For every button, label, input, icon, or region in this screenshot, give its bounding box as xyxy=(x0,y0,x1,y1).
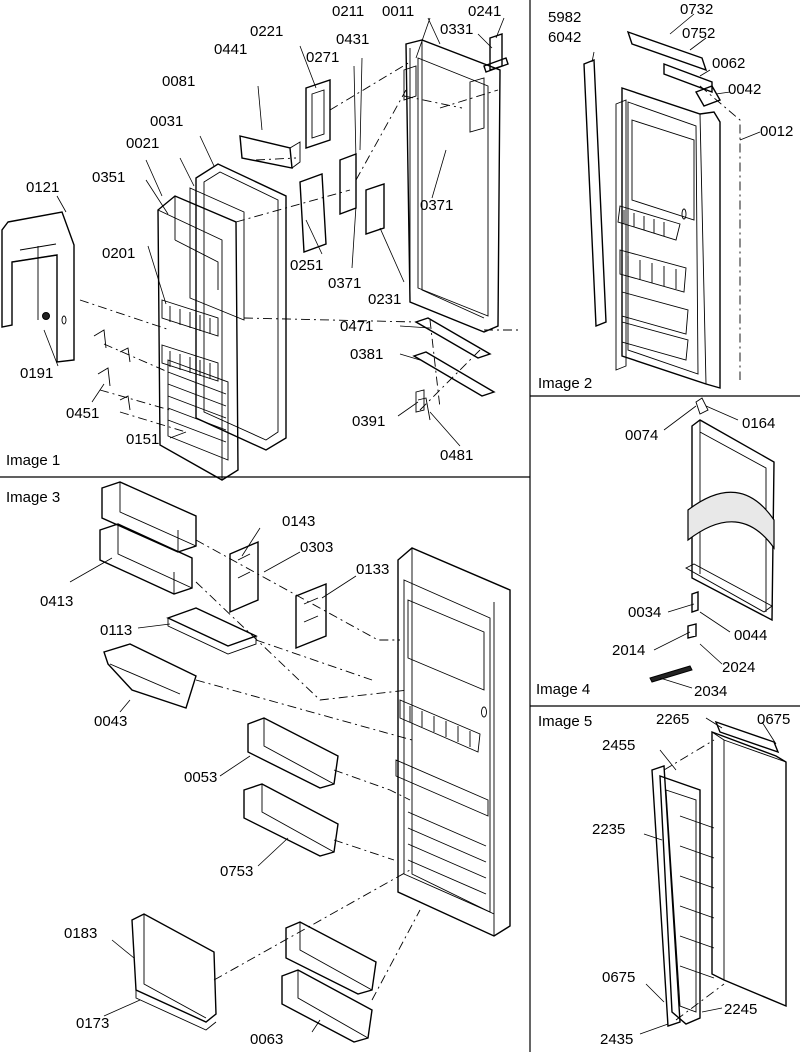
label-2235: 2235 xyxy=(592,821,625,838)
label-0471: 0471 xyxy=(340,318,373,335)
label-0221: 0221 xyxy=(250,23,283,40)
label-2034: 2034 xyxy=(694,683,727,700)
label-0044: 0044 xyxy=(734,627,767,644)
label-0011: 0011 xyxy=(382,3,414,20)
label-0143: 0143 xyxy=(282,513,315,530)
image-3-drawing xyxy=(69,481,511,1043)
label-2014: 2014 xyxy=(612,642,645,659)
label-0121: 0121 xyxy=(26,179,59,196)
label-0042: 0042 xyxy=(728,81,761,98)
image-1-drawing xyxy=(1,17,520,481)
label-0021: 0021 xyxy=(126,135,159,152)
label-0675-bottom: 0675 xyxy=(602,969,635,986)
panel-title-image-4: Image 4 xyxy=(536,681,590,698)
image-5-drawing xyxy=(639,717,787,1035)
label-0391: 0391 xyxy=(352,413,385,430)
label-0331: 0331 xyxy=(440,21,473,38)
label-0173: 0173 xyxy=(76,1015,109,1032)
label-0303: 0303 xyxy=(300,539,333,556)
label-0164: 0164 xyxy=(742,415,775,432)
label-0151: 0151 xyxy=(126,431,159,448)
label-0431: 0431 xyxy=(336,31,369,48)
label-0753: 0753 xyxy=(220,863,253,880)
label-0113: 0113 xyxy=(100,622,132,639)
panel-title-image-5: Image 5 xyxy=(538,713,592,730)
label-0241: 0241 xyxy=(468,3,501,20)
label-0381: 0381 xyxy=(350,346,383,363)
image-2-drawing xyxy=(583,13,761,389)
label-6042: 6042 xyxy=(548,29,581,46)
label-0732: 0732 xyxy=(680,1,713,18)
label-2024: 2024 xyxy=(722,659,755,676)
label-0183: 0183 xyxy=(64,925,97,942)
label-0133: 0133 xyxy=(356,561,389,578)
label-0251: 0251 xyxy=(290,257,323,274)
label-0034: 0034 xyxy=(628,604,661,621)
panel-title-image-2: Image 2 xyxy=(538,375,592,392)
label-0271: 0271 xyxy=(306,49,339,66)
label-0231: 0231 xyxy=(368,291,401,308)
label-0371-a: 0371 xyxy=(420,197,453,214)
label-0211: 0211 xyxy=(332,3,364,20)
label-0441: 0441 xyxy=(214,41,247,58)
label-0481: 0481 xyxy=(440,447,473,464)
label-0031: 0031 xyxy=(150,113,183,130)
label-5982: 5982 xyxy=(548,9,581,26)
label-0351: 0351 xyxy=(92,169,125,186)
label-0053: 0053 xyxy=(184,769,217,786)
label-0752: 0752 xyxy=(682,25,715,42)
label-0201: 0201 xyxy=(102,245,135,262)
label-2245: 2245 xyxy=(724,1001,757,1018)
label-2435: 2435 xyxy=(600,1031,633,1048)
label-0062: 0062 xyxy=(712,55,745,72)
label-0063: 0063 xyxy=(250,1031,283,1048)
label-0675-top: 0675 xyxy=(757,711,790,728)
label-0074: 0074 xyxy=(625,427,658,444)
label-0081: 0081 xyxy=(162,73,195,90)
label-2455: 2455 xyxy=(602,737,635,754)
label-0451: 0451 xyxy=(66,405,99,422)
label-0413: 0413 xyxy=(40,593,73,610)
label-0012: 0012 xyxy=(760,123,793,140)
panel-title-image-1: Image 1 xyxy=(6,452,60,469)
label-0371-b: 0371 xyxy=(328,275,361,292)
image-4-drawing xyxy=(649,397,775,689)
label-2265: 2265 xyxy=(656,711,689,728)
label-0191: 0191 xyxy=(20,365,53,382)
label-0043: 0043 xyxy=(94,713,127,730)
panel-title-image-3: Image 3 xyxy=(6,489,60,506)
